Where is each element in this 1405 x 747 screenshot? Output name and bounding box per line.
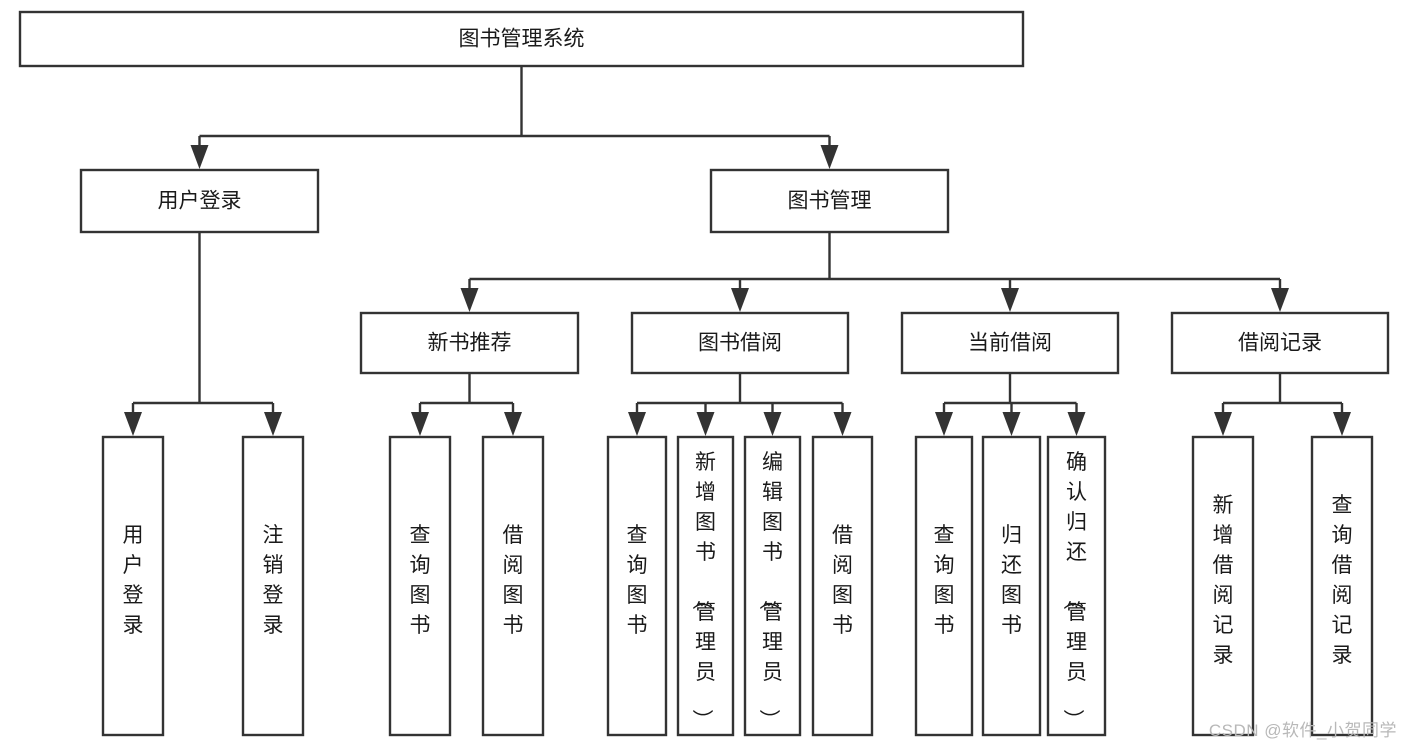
- node-label: 新增图书（管理员）: [690, 451, 716, 730]
- node-label: 查询图书: [627, 524, 648, 637]
- node-label: 编辑图书（管理员）: [757, 451, 783, 730]
- arrow-head-icon: [411, 412, 429, 436]
- node-box[interactable]: [743, 435, 802, 737]
- node-label: 图书管理系统: [459, 28, 585, 51]
- node-leaf-leaf-borrow-book-2[interactable]: 借阅图书: [811, 435, 874, 737]
- node-box[interactable]: [481, 435, 545, 737]
- arrow-head-icon: [763, 412, 782, 436]
- node-label: 新增借阅记录: [1213, 494, 1234, 667]
- node-leaf-leaf-return-book[interactable]: 归还图书: [981, 435, 1042, 737]
- node-label: 查询图书: [410, 524, 431, 637]
- node-box[interactable]: [606, 435, 668, 737]
- arrow-head-icon: [190, 145, 209, 169]
- node-leaf-leaf-add-borrow-record[interactable]: 新增借阅记录: [1191, 435, 1255, 737]
- node-label: 确认归还（管理员）: [1061, 451, 1087, 730]
- node-leaf-leaf-logout-login[interactable]: 注销登录: [241, 435, 305, 737]
- node-leaf-leaf-user-login[interactable]: 用户登录: [101, 435, 165, 737]
- node-leaf-leaf-edit-book[interactable]: 编辑图书（管理员）: [743, 435, 802, 737]
- connector-group: [124, 232, 282, 436]
- node-level1-book-manage[interactable]: 图书管理: [709, 168, 950, 234]
- node-level2-current-borrow[interactable]: 当前借阅: [900, 311, 1120, 375]
- connector-group: [190, 66, 839, 169]
- node-box[interactable]: [1191, 435, 1255, 737]
- connector-group: [628, 373, 852, 436]
- node-box[interactable]: [630, 311, 850, 375]
- node-leaf-leaf-query-borrow-record[interactable]: 查询借阅记录: [1310, 435, 1374, 737]
- nodes-layer: 图书管理系统用户登录图书管理新书推荐图书借阅当前借阅借阅记录用户登录注销登录查询…: [18, 10, 1390, 737]
- node-root-system[interactable]: 图书管理系统: [18, 10, 1025, 68]
- node-label: 新书推荐: [428, 332, 512, 355]
- node-level2-new-book-recommend[interactable]: 新书推荐: [359, 311, 580, 375]
- arrow-head-icon: [1001, 288, 1019, 312]
- node-box[interactable]: [18, 10, 1025, 68]
- node-label: 注销登录: [263, 524, 284, 637]
- arrow-head-icon: [1214, 412, 1232, 436]
- arrow-head-icon: [1271, 288, 1289, 312]
- node-box[interactable]: [241, 435, 305, 737]
- node-label: 借阅图书: [832, 524, 853, 637]
- arrow-head-icon: [264, 412, 282, 436]
- arrow-head-icon: [820, 145, 839, 169]
- arrow-head-icon: [504, 412, 522, 436]
- arrow-head-icon: [935, 412, 953, 436]
- node-label: 当前借阅: [968, 332, 1052, 355]
- node-level2-book-borrow[interactable]: 图书借阅: [630, 311, 850, 375]
- node-box[interactable]: [811, 435, 874, 737]
- node-box[interactable]: [101, 435, 165, 737]
- csdn-watermark: CSDN @软件_小贺同学: [1208, 721, 1397, 740]
- node-box[interactable]: [1310, 435, 1374, 737]
- arrow-head-icon: [1002, 412, 1021, 436]
- connector-group: [935, 373, 1086, 436]
- node-box[interactable]: [900, 311, 1120, 375]
- arrow-head-icon: [628, 412, 646, 436]
- node-box[interactable]: [1046, 435, 1107, 737]
- node-label: 借阅记录: [1238, 332, 1322, 355]
- arrow-head-icon: [1333, 412, 1351, 436]
- node-box[interactable]: [79, 168, 320, 234]
- connector-group: [1214, 373, 1351, 436]
- node-label: 借阅图书: [503, 524, 524, 637]
- node-leaf-leaf-query-book-1[interactable]: 查询图书: [388, 435, 452, 737]
- node-level1-user-login[interactable]: 用户登录: [79, 168, 320, 234]
- node-label: 用户登录: [158, 190, 242, 213]
- node-level2-borrow-record[interactable]: 借阅记录: [1170, 311, 1390, 375]
- arrow-head-icon: [124, 412, 142, 436]
- node-label: 查询借阅记录: [1332, 494, 1353, 667]
- node-box[interactable]: [1170, 311, 1390, 375]
- node-leaf-leaf-query-book-3[interactable]: 查询图书: [914, 435, 974, 737]
- node-box[interactable]: [709, 168, 950, 234]
- arrow-head-icon: [833, 412, 852, 436]
- node-label: 图书借阅: [698, 332, 782, 355]
- node-leaf-leaf-borrow-book-1[interactable]: 借阅图书: [481, 435, 545, 737]
- node-box[interactable]: [388, 435, 452, 737]
- node-leaf-leaf-confirm-return[interactable]: 确认归还（管理员）: [1046, 435, 1107, 737]
- node-leaf-leaf-add-book[interactable]: 新增图书（管理员）: [676, 435, 735, 737]
- node-box[interactable]: [981, 435, 1042, 737]
- arrow-head-icon: [460, 288, 479, 312]
- node-box[interactable]: [676, 435, 735, 737]
- edges-layer: [124, 66, 1351, 436]
- node-box[interactable]: [359, 311, 580, 375]
- connector-group: [411, 373, 522, 436]
- node-label: 查询图书: [934, 524, 955, 637]
- node-leaf-leaf-query-book-2[interactable]: 查询图书: [606, 435, 668, 737]
- arrow-head-icon: [696, 412, 715, 436]
- arrow-head-icon: [731, 288, 749, 312]
- node-box[interactable]: [914, 435, 974, 737]
- connector-group: [460, 232, 1289, 312]
- node-label: 用户登录: [123, 524, 144, 637]
- arrow-head-icon: [1067, 412, 1086, 436]
- node-label: 图书管理: [788, 190, 872, 213]
- node-label: 归还图书: [1001, 524, 1022, 637]
